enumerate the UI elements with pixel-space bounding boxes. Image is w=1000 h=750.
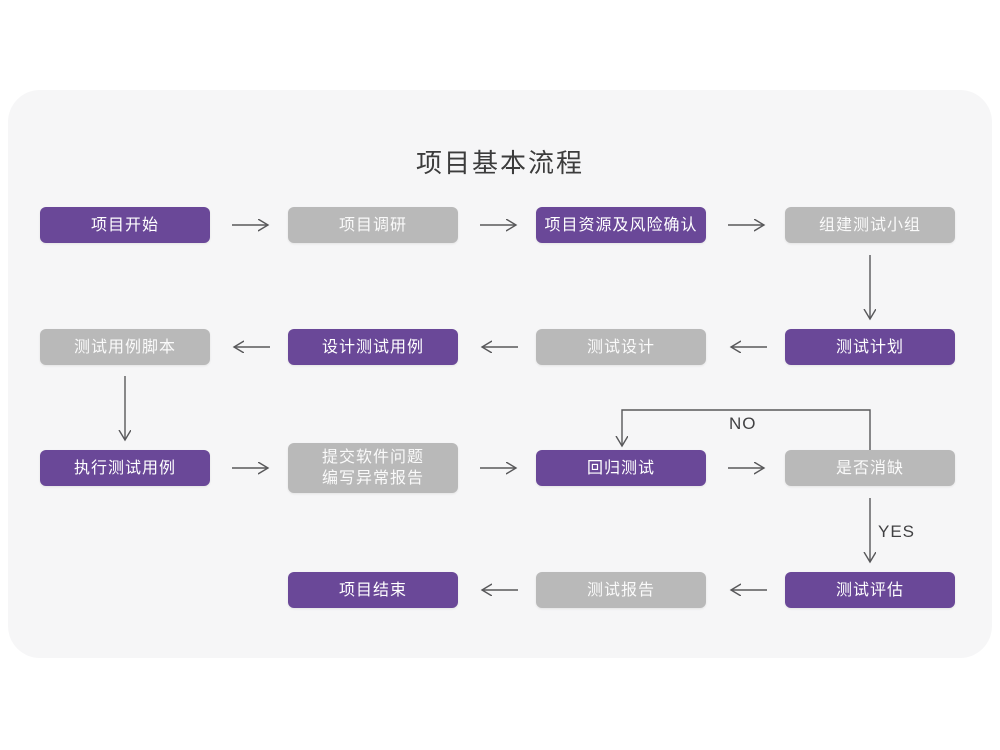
node-design-test-cases: 设计测试用例 [288, 329, 458, 365]
diagram-title: 项目基本流程 [415, 148, 584, 178]
edge-label-yes: YES [878, 522, 916, 541]
node-project-end: 项目结束 [288, 572, 458, 608]
node-test-report: 测试报告 [536, 572, 706, 608]
node-project-research: 项目调研 [288, 207, 458, 243]
node-submit-issue-report: 提交软件问题 编写异常报告 [288, 443, 458, 493]
node-execute-test-cases: 执行测试用例 [40, 450, 210, 486]
node-project-start: 项目开始 [40, 207, 210, 243]
node-test-plan: 测试计划 [785, 329, 955, 365]
node-test-evaluation: 测试评估 [785, 572, 955, 608]
node-regression-test: 回归测试 [536, 450, 706, 486]
node-defect-cleared: 是否消缺 [785, 450, 955, 486]
node-build-test-team: 组建测试小组 [785, 207, 955, 243]
node-test-case-script: 测试用例脚本 [40, 329, 210, 365]
edge-label-no: NO [729, 414, 757, 433]
node-test-design: 测试设计 [536, 329, 706, 365]
flowchart-card [8, 90, 992, 658]
node-project-resources-risk: 项目资源及风险确认 [536, 207, 706, 243]
